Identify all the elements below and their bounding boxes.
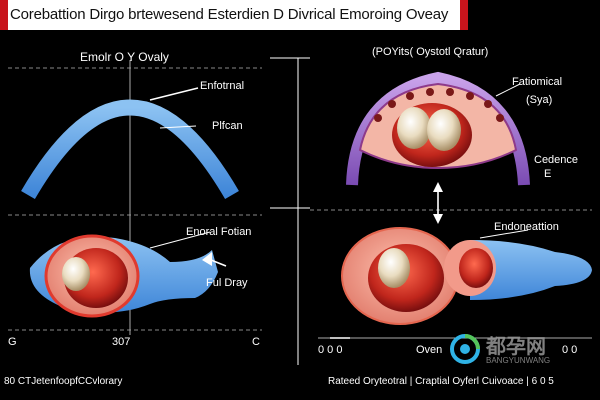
left-arch-tube [21,99,239,200]
right-upper-ovum-right [427,109,461,151]
watermark-logo-icon [450,334,480,364]
left-label-plfcan: Plfcan [212,120,243,132]
right-lower-tube [470,240,592,300]
right-axis-mid-label: Oven [416,344,443,356]
right-heading: (POYits( Oystotl Qratur) [372,46,489,58]
left-heading: Emolr O Y Ovaly [80,50,169,64]
right-pointer-1 [495,83,521,97]
right-connector-arrow-up [433,182,443,192]
left-ovum [62,257,90,291]
right-axis-right-label: 0 0 [562,344,578,356]
left-axis-mid-label: 307 [112,336,131,348]
right-ovum [378,248,410,288]
watermark-text: 都孕网 [486,336,546,358]
left-label-enoral-fotian: Enoral Fotian [186,226,252,238]
title-accent-right [460,0,468,30]
title-bar: Corebattion Dirgo brtewesend Esterdien D… [0,0,468,30]
left-arrow-head [202,252,212,266]
right-connector-arrow-down [433,214,443,224]
watermark-subtext: BANGYUNWANG [486,356,551,365]
right-secondary-core [459,248,493,288]
right-axis-left-label: 0 0 0 [318,344,343,356]
right-caption: Rateed Oryteotral | Craptial Oyferl Cuiv… [328,376,554,387]
right-upper-ovum-left [397,107,431,149]
left-axis-left-label: G [8,336,17,348]
right-label-sya: (Sya) [526,94,553,106]
left-pointer-3 [149,231,211,249]
left-caption: 80 CTJetenfoopfCCvlorary [4,376,123,387]
right-label-e: E [544,168,552,180]
left-pointer-2 [159,125,197,129]
right-label-endoneattion: Endoneattion [494,221,559,233]
right-upper-wall [346,71,530,186]
watermark: 都孕网 BANGYUNWANG [448,330,580,370]
right-upper-vessels [374,88,504,122]
left-label-enfotrnal: Enfotrnal [200,80,245,92]
left-pointer-1 [149,87,199,101]
title-accent-left [0,0,8,30]
left-axis-right-label: C [252,336,260,348]
right-pointer-2 [479,229,529,239]
right-label-fatiomical: Fatiomical [512,76,563,88]
right-label-cedence: Cedence [534,154,579,166]
left-label-ful-dray: Ful Dray [206,277,248,289]
diagram-title: Corebattion Dirgo brtewesend Esterdien D… [10,6,449,23]
